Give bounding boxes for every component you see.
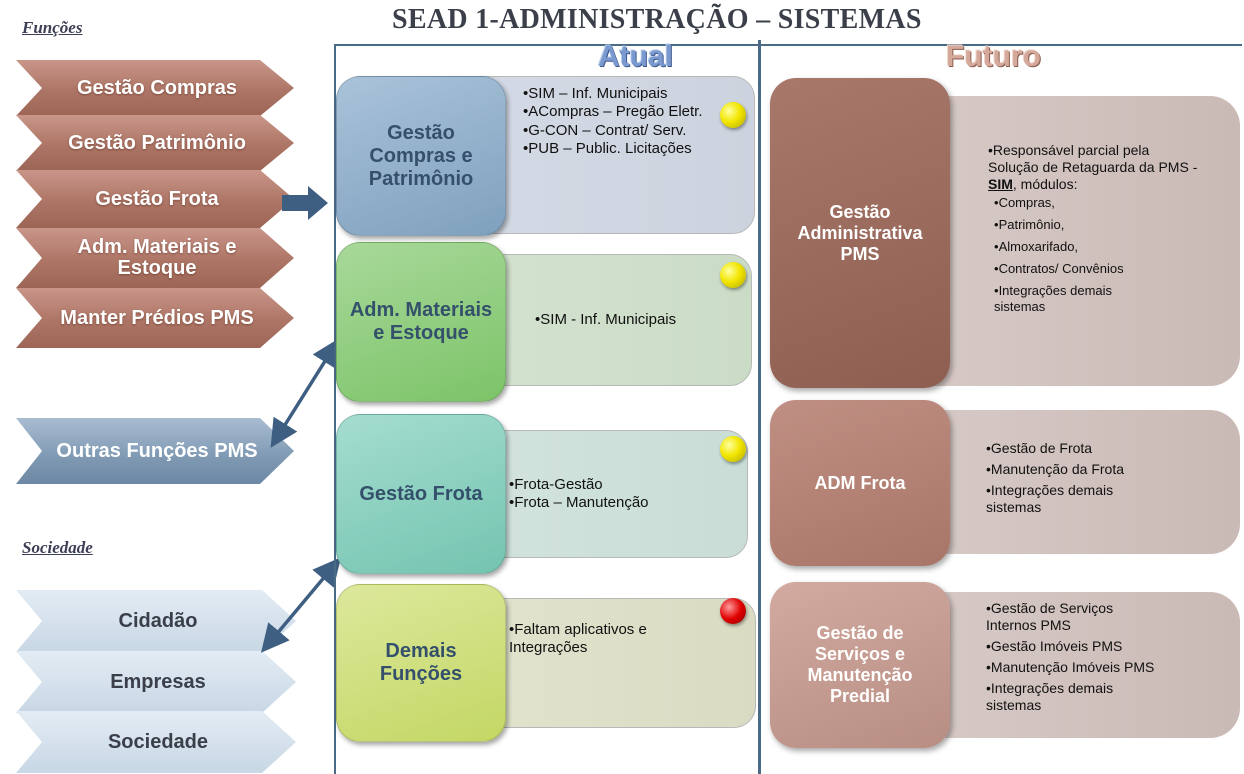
list-item: Integrações demais sistemas xyxy=(986,680,1146,714)
heading-futuro: Futuro xyxy=(946,40,1041,73)
atual-head-frota: Gestão Frota xyxy=(336,414,506,574)
atual-head-materiais: Adm. Materiais e Estoque xyxy=(336,242,506,402)
futuro-intro-text: Responsável parcial pela Solução de Reta… xyxy=(988,142,1198,176)
futuro-head-administrativa: Gestão Administrativa PMS xyxy=(770,78,950,388)
list-item: ACompras – Pregão Eletr. xyxy=(523,103,742,121)
atual-futuro-divider xyxy=(758,40,761,774)
double-arrow-sociedade-demais xyxy=(261,557,341,653)
list-item: Gestão de Frota xyxy=(986,440,1200,457)
status-indicator-yellow xyxy=(720,262,746,288)
block-arrow xyxy=(282,186,328,220)
list-item: Gestão de Serviços Internos PMS xyxy=(986,600,1156,634)
list-item: Compras, xyxy=(994,195,1200,211)
futuro-head-frota: ADM Frota xyxy=(770,400,950,566)
list-item: SIM - Inf. Municipais xyxy=(535,311,676,329)
list-item: Integrações demais sistemas xyxy=(986,482,1146,516)
list-item: PUB – Public. Licitações xyxy=(523,140,742,158)
status-indicator-red xyxy=(720,598,746,624)
atual-head-demais: Demais Funções xyxy=(336,584,506,742)
funcao-gestao-patrimonio: Gestão Patrimônio xyxy=(16,115,294,171)
funcao-gestao-compras: Gestão Compras xyxy=(16,60,294,116)
list-item: Contratos/ Convênios xyxy=(994,261,1200,277)
list-item: Integrações demais sistemas xyxy=(994,283,1144,315)
list-item: Frota – Manutenção xyxy=(509,494,648,512)
futuro-intro-bold: SIM xyxy=(988,176,1013,193)
list-item: Manutenção Imóveis PMS xyxy=(986,659,1200,676)
list-item: Patrimônio, xyxy=(994,217,1200,233)
status-indicator-yellow xyxy=(720,436,746,462)
futuro-head-servicos: Gestão de Serviços e Manutenção Predial xyxy=(770,582,950,748)
list-item: G-CON – Contrat/ Serv. xyxy=(523,122,742,140)
status-indicator-yellow xyxy=(720,102,746,128)
outras-funcoes-chevron: Outras Funções PMS xyxy=(16,418,294,484)
atual-head-compras: Gestão Compras e Patrimônio xyxy=(336,76,506,236)
double-arrow-outras-materiais xyxy=(270,338,340,448)
funcao-manter-predios: Manter Prédios PMS xyxy=(16,288,294,348)
sociedade-item-sociedade: Sociedade xyxy=(16,711,296,773)
panel-top-border xyxy=(334,44,1242,46)
sociedade-item-empresas: Empresas xyxy=(16,651,296,713)
list-item: Manutenção da Frota xyxy=(986,461,1200,478)
sociedade-item-cidadao: Cidadão xyxy=(16,590,296,652)
list-item: Frota-Gestão xyxy=(509,476,649,494)
section-funcoes: Funções xyxy=(22,18,83,37)
funcao-gestao-frota: Gestão Frota xyxy=(16,170,294,228)
page-title: SEAD 1-ADMINISTRAÇÃO – SISTEMAS xyxy=(392,4,922,35)
section-sociedade: Sociedade xyxy=(22,538,93,557)
list-item: SIM – Inf. Municipais xyxy=(523,85,742,103)
heading-atual: Atual xyxy=(598,40,673,73)
list-item: Almoxarifado, xyxy=(994,239,1200,255)
futuro-intro-end: , módulos: xyxy=(1012,176,1078,193)
list-item: Gestão Imóveis PMS xyxy=(986,638,1200,655)
funcao-adm-materiais: Adm. Materiais e Estoque xyxy=(16,228,294,288)
atual-left-divider xyxy=(334,44,336,774)
bullet: • xyxy=(988,142,993,158)
list-item: Faltam aplicativos e Integrações xyxy=(509,621,689,658)
